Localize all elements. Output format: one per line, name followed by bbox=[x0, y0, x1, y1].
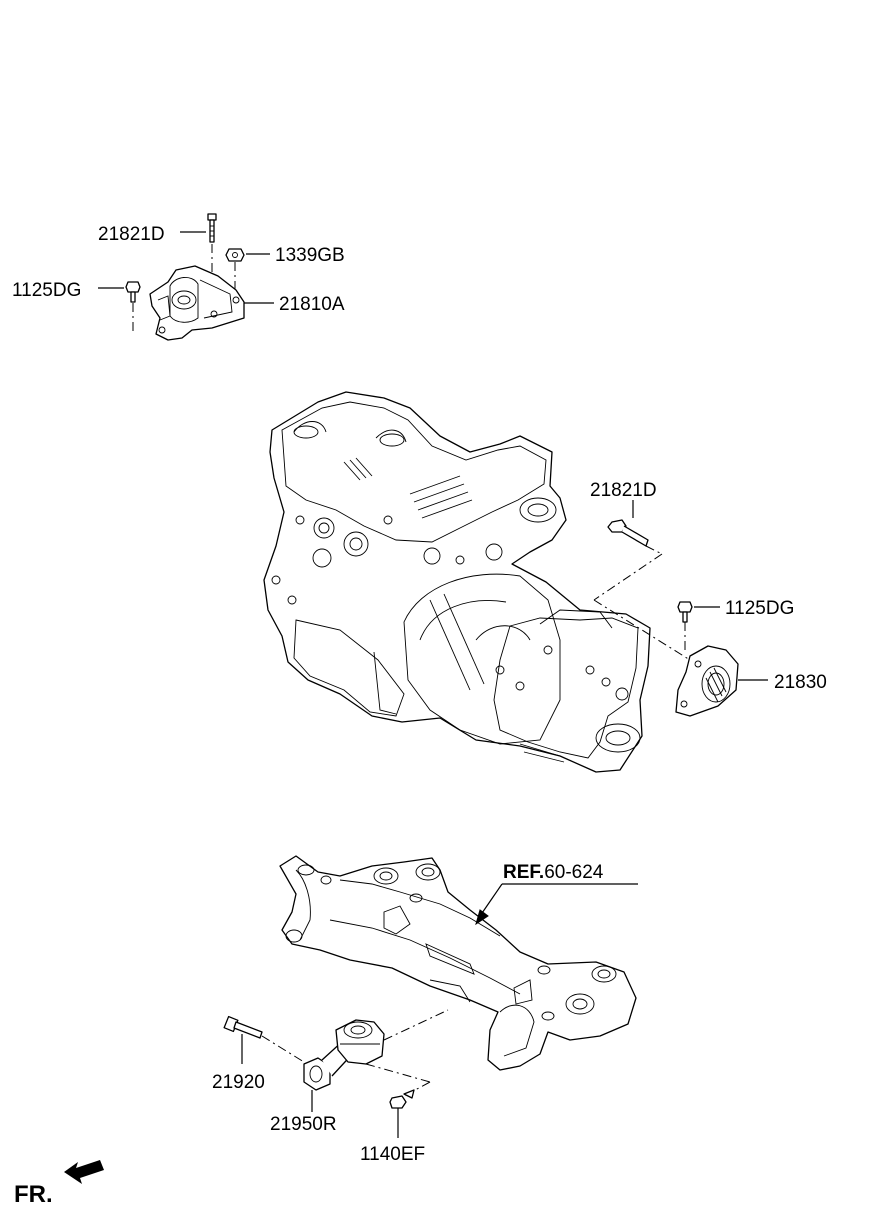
bolt-1140ef[interactable] bbox=[389, 1089, 415, 1109]
engine-transaxle-assembly bbox=[263, 391, 651, 773]
mount-bracket-21810a[interactable] bbox=[149, 265, 245, 341]
front-arrow-icon bbox=[64, 1160, 104, 1184]
label-ref-prefix: REF. bbox=[503, 862, 544, 883]
fr-label: FR. bbox=[14, 1181, 53, 1208]
label-21920: 21920 bbox=[212, 1072, 265, 1093]
bolt-21821d-right[interactable] bbox=[607, 519, 649, 547]
bolt-1125dg-right[interactable] bbox=[677, 601, 693, 623]
roll-rod-21950r[interactable] bbox=[303, 1019, 385, 1091]
label-21830: 21830 bbox=[774, 672, 827, 693]
nut-1339gb[interactable] bbox=[225, 248, 245, 262]
label-21821d-right: 21821D bbox=[590, 480, 657, 501]
label-21821d-top: 21821D bbox=[98, 224, 165, 245]
label-1125dg-left: 1125DG bbox=[12, 280, 81, 301]
label-1339gb: 1339GB bbox=[275, 245, 345, 266]
bolt-21821d-top[interactable] bbox=[207, 213, 217, 243]
front-subframe bbox=[279, 855, 637, 1071]
label-21950r: 21950R bbox=[270, 1114, 337, 1135]
engine-mount-assembly-top bbox=[98, 213, 274, 341]
label-21810a: 21810A bbox=[279, 294, 345, 315]
label-1140ef: 1140EF bbox=[360, 1144, 425, 1165]
mount-21830[interactable] bbox=[675, 645, 739, 717]
bolt-21920[interactable] bbox=[223, 1015, 263, 1039]
label-ref: REF.60-624 bbox=[503, 862, 604, 883]
label-ref-number: 60-624 bbox=[544, 862, 604, 883]
bolt-1125dg-left[interactable] bbox=[125, 281, 141, 303]
label-1125dg-right: 1125DG bbox=[725, 598, 794, 619]
front-direction-indicator: FR. bbox=[14, 1160, 104, 1208]
